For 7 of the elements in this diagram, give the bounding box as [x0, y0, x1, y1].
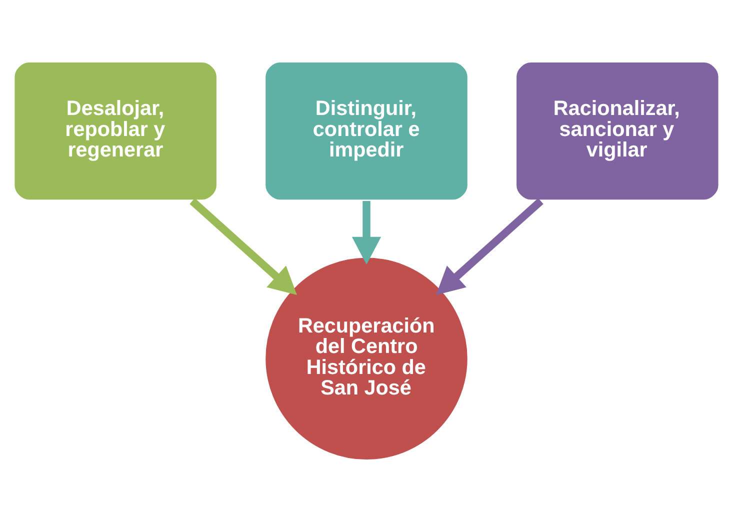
arrow — [436, 198, 544, 295]
node-box: Distinguir, controlar e impedir — [263, 60, 470, 202]
node-box: Racionalizar, sancionar y vigilar — [514, 60, 721, 202]
node-box: Desalojar, repoblar y regenerar — [12, 60, 220, 202]
node-circle: Recuperación del Centro Histórico de San José — [263, 255, 470, 462]
arrow — [190, 198, 297, 295]
arrow — [352, 201, 382, 265]
